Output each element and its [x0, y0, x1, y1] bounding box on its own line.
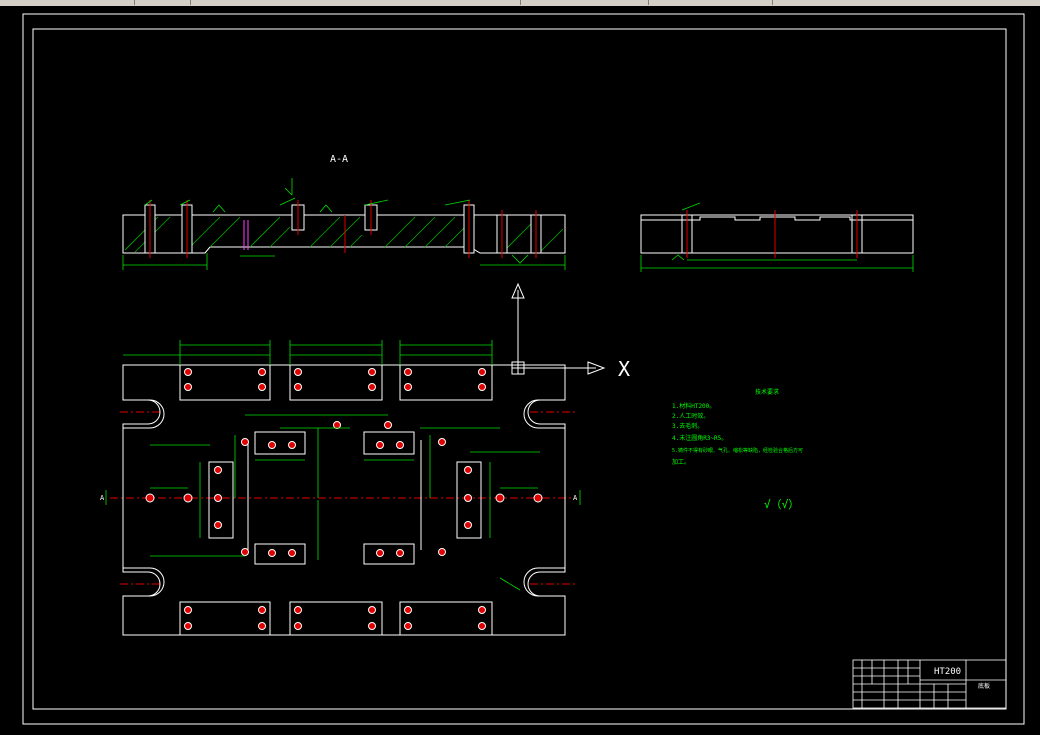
notes-line: 2.人工时效。 — [672, 412, 709, 420]
toolbar-segment[interactable] — [134, 0, 191, 5]
notes-line: 4.未注圆角R3~R5。 — [672, 434, 727, 442]
notes-line: 1.材料HT200。 — [672, 402, 715, 410]
notes-line: 5.铸件不得有砂眼、气孔、缩松等缺陷，经检验合格后方可 — [672, 447, 803, 454]
section-view-left — [122, 178, 566, 270]
toolbar-segment[interactable] — [0, 0, 135, 5]
plan-view: A A — [100, 340, 581, 636]
surface-roughness-symbol: √（√） — [764, 498, 799, 511]
section-mark-right: A — [573, 494, 578, 502]
technical-notes: 技术要求 1.材料HT200。 2.人工时效。 3.去毛刺。 4.未注圆角R3~… — [672, 388, 803, 466]
notes-title: 技术要求 — [755, 388, 779, 396]
drawing-frame-border — [32, 28, 1007, 710]
toolbar-segment[interactable] — [648, 0, 773, 5]
side-view — [640, 202, 914, 272]
title-block-part-name: 底板 — [978, 682, 990, 690]
title-block — [852, 659, 1007, 709]
cad-drawing-canvas[interactable]: A-A — [0, 6, 1040, 731]
toolbar-segment[interactable] — [190, 0, 521, 5]
toolbar-segment[interactable] — [520, 0, 649, 5]
ucs-icon — [511, 282, 606, 375]
ucs-x-label: X — [618, 357, 630, 381]
notes-line: 3.去毛刺。 — [672, 422, 703, 430]
sheet-outer-border — [22, 13, 1025, 725]
section-label: A-A — [330, 154, 348, 165]
window-toolbar-strip — [0, 0, 1040, 6]
section-mark-left: A — [100, 494, 105, 502]
notes-line: 加工。 — [672, 458, 690, 466]
title-block-material: HT200 — [934, 667, 961, 677]
